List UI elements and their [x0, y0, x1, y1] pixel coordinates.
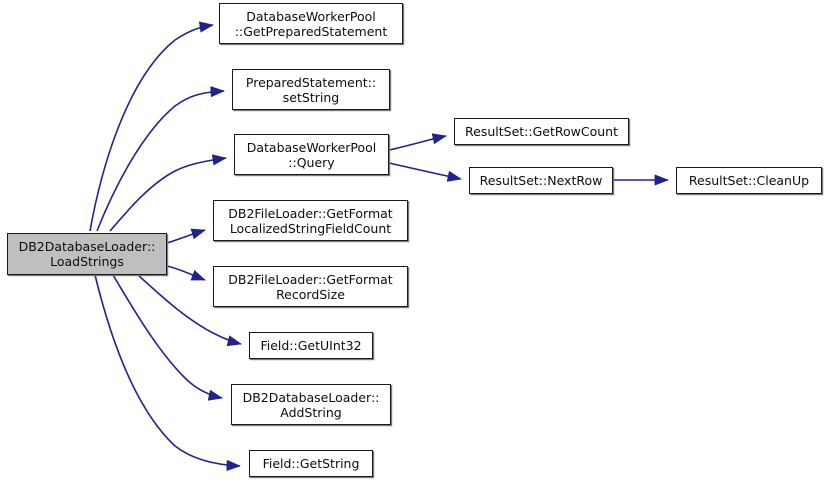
- graph-node-setstring[interactable]: PreparedStatement:: setString: [232, 69, 390, 110]
- graph-node-getuint32[interactable]: Field::GetUInt32: [249, 332, 373, 359]
- graph-node-label: Field::GetUInt32: [260, 338, 362, 353]
- graph-node-loadstrings[interactable]: DB2DatabaseLoader:: LoadStrings: [7, 233, 167, 275]
- graph-node-label: DB2FileLoader::GetFormat LocalizedString…: [228, 205, 393, 236]
- graph-node-label: ResultSet::CleanUp: [688, 173, 810, 188]
- graph-node-getrowcount[interactable]: ResultSet::GetRowCount: [454, 118, 629, 145]
- graph-node-label: PreparedStatement:: setString: [245, 74, 377, 105]
- graph-node-addstring[interactable]: DB2DatabaseLoader:: AddString: [231, 384, 391, 425]
- edge-query-to-nextrow: [388, 162, 462, 182]
- graph-node-label: Field::GetString: [262, 456, 360, 471]
- graph-node-label: DB2DatabaseLoader:: AddString: [242, 389, 380, 420]
- graph-node-getstring[interactable]: Field::GetString: [249, 450, 373, 477]
- graph-node-cleanup[interactable]: ResultSet::CleanUp: [676, 167, 822, 194]
- edge-loadstrings-to-query: [109, 154, 227, 232]
- graph-node-nextrow[interactable]: ResultSet::NextRow: [469, 167, 613, 194]
- graph-node-label: DatabaseWorkerPool ::Query: [246, 139, 377, 170]
- graph-node-label: DB2FileLoader::GetFormat RecordSize: [228, 271, 393, 302]
- edge-loadstrings-to-getformatlocalizedstringfieldcount: [166, 228, 206, 244]
- graph-node-label: ResultSet::GetRowCount: [465, 124, 618, 139]
- edge-loadstrings-to-setstring: [96, 86, 225, 232]
- edge-loadstrings-to-getpreparedstatement: [89, 21, 214, 232]
- graph-node-label: DB2DatabaseLoader:: LoadStrings: [18, 239, 156, 269]
- edge-query-to-getrowcount: [388, 133, 447, 151]
- graph-node-label: DatabaseWorkerPool ::GetPreparedStatemen…: [234, 8, 388, 39]
- graph-node-getformatlocalizedstringfieldcount[interactable]: DB2FileLoader::GetFormat LocalizedString…: [213, 200, 408, 241]
- edge-loadstrings-to-getformatrecordsize: [166, 265, 206, 281]
- graph-node-label: ResultSet::NextRow: [479, 173, 603, 188]
- edge-loadstrings-to-addstring: [112, 274, 223, 401]
- graph-node-getformatrecordsize[interactable]: DB2FileLoader::GetFormat RecordSize: [213, 266, 408, 307]
- graph-node-getpreparedstatement[interactable]: DatabaseWorkerPool ::GetPreparedStatemen…: [219, 3, 403, 44]
- graph-node-query[interactable]: DatabaseWorkerPool ::Query: [234, 134, 389, 175]
